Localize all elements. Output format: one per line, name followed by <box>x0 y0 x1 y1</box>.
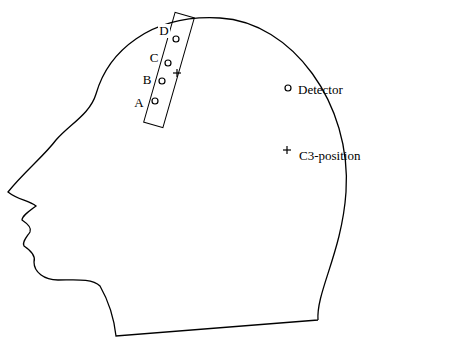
detector-swatch <box>285 85 291 91</box>
detector-circle <box>165 60 171 66</box>
detector-circle <box>173 36 179 42</box>
c3-marker <box>173 69 181 77</box>
legend-text: C3-position <box>299 149 360 163</box>
detector-letter: A <box>133 96 144 110</box>
head-outline <box>8 18 346 336</box>
detector-circle <box>152 98 158 104</box>
detector-strip <box>144 12 195 127</box>
detector-letter: C <box>149 51 160 65</box>
detector-symbols <box>152 36 179 104</box>
detector-letter: B <box>142 73 153 87</box>
detector-letter: D <box>158 24 169 38</box>
legend-symbols <box>283 85 291 154</box>
detector-circle <box>159 78 165 84</box>
legend-text: Detector <box>298 83 343 97</box>
